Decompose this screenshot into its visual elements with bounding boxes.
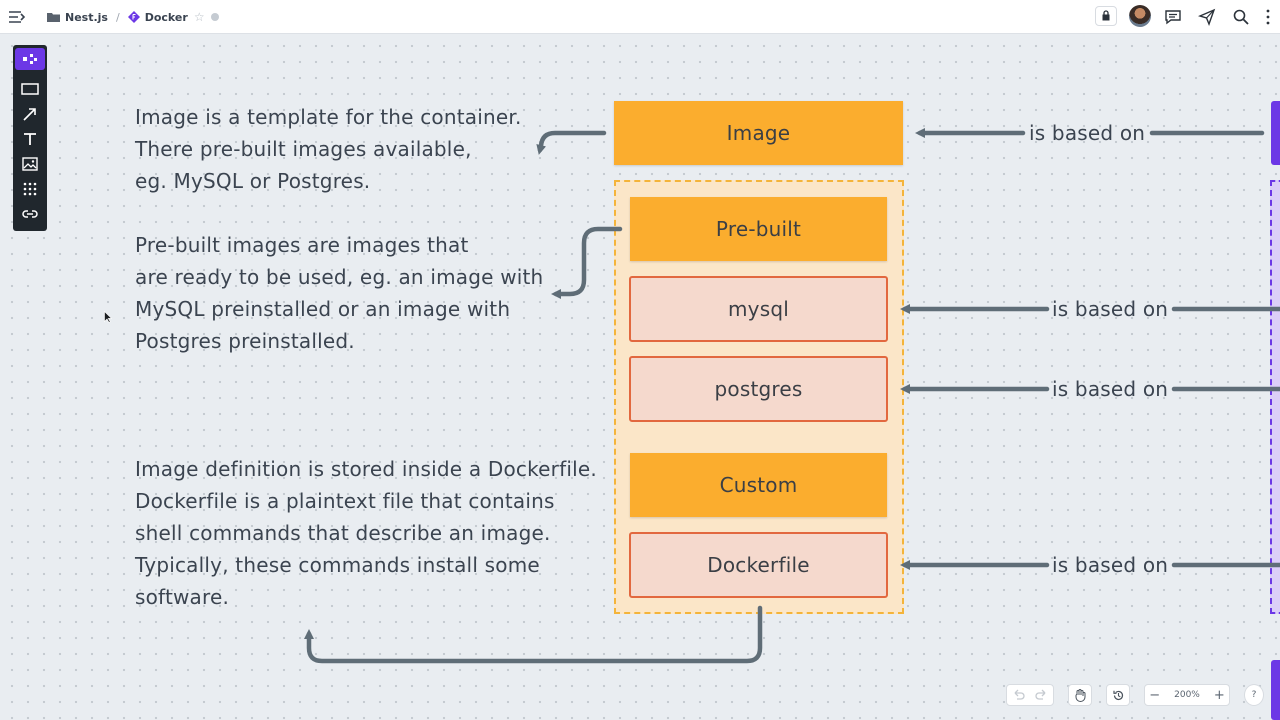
container-box-edge-lower[interactable] <box>1271 660 1280 720</box>
dockerfile-box[interactable]: Dockerfile <box>629 532 888 598</box>
relation-label[interactable]: is based on <box>1029 121 1146 145</box>
text-line: Pre-built images are images that <box>135 233 469 257</box>
custom-box[interactable]: Custom <box>630 453 887 517</box>
link-icon <box>22 210 38 218</box>
undo-redo-group <box>1006 684 1054 706</box>
text-line: shell commands that describe an image. <box>135 521 551 545</box>
image-tool[interactable] <box>13 152 47 176</box>
image-icon <box>22 157 38 171</box>
select-frames-icon <box>23 54 37 64</box>
help-button[interactable]: ? <box>1244 684 1264 706</box>
connector-image-to-text[interactable] <box>536 130 607 155</box>
text-tool[interactable] <box>13 127 47 151</box>
container-group-edge[interactable] <box>1270 180 1280 614</box>
zoom-in-button[interactable]: + <box>1213 687 1225 703</box>
zoom-level[interactable]: 200% <box>1174 690 1200 700</box>
apps-grid-icon <box>23 182 37 196</box>
share-send-icon[interactable] <box>1198 8 1216 26</box>
prebuilt-description-text: Pre-built images are images that are rea… <box>135 229 543 357</box>
avatar[interactable] <box>1129 5 1151 27</box>
search-icon[interactable] <box>1232 8 1250 26</box>
text-line: software. <box>135 585 230 609</box>
text-line: Image is a template for the container. <box>135 105 522 129</box>
comment-icon[interactable] <box>1164 8 1182 26</box>
pan-button[interactable] <box>1068 684 1092 706</box>
text-line: Postgres preinstalled. <box>135 329 355 353</box>
mysql-box[interactable]: mysql <box>629 276 888 342</box>
breadcrumb-project[interactable]: Nest.js <box>65 10 108 24</box>
mouse-cursor-icon <box>104 311 112 323</box>
more-vertical-icon[interactable] <box>1264 8 1272 26</box>
relation-label[interactable]: is based on <box>1052 553 1169 577</box>
text-line: Typically, these commands install some <box>135 553 540 577</box>
postgres-box[interactable]: postgres <box>629 356 888 422</box>
breadcrumb: Nest.js / Docker ☆ <box>47 0 219 34</box>
link-tool[interactable] <box>13 202 47 226</box>
image-description-text: Image is a template for the container. T… <box>135 101 522 197</box>
lock-icon <box>1102 10 1110 21</box>
text-line: There pre-built images available, <box>135 137 472 161</box>
history-icon <box>1112 690 1123 700</box>
text-line: are ready to be used, eg. an image with <box>135 265 544 289</box>
top-bar: Nest.js / Docker ☆ <box>0 0 1280 34</box>
board-icon <box>127 11 140 23</box>
grid-tool[interactable] <box>13 177 47 201</box>
container-box-edge[interactable] <box>1271 101 1280 165</box>
undo-icon[interactable] <box>1011 689 1025 701</box>
text-line: MySQL preinstalled or an image with <box>135 297 511 321</box>
connector-dockerfile-to-text[interactable] <box>304 605 763 664</box>
hand-icon <box>1075 688 1086 702</box>
image-box[interactable]: Image <box>614 101 903 165</box>
zoom-controls: − 200% + <box>1144 684 1230 706</box>
history-button[interactable] <box>1106 684 1130 706</box>
connector-prebuilt-to-text[interactable] <box>551 226 623 299</box>
prebuilt-box[interactable]: Pre-built <box>630 197 887 261</box>
breadcrumb-board[interactable]: Docker <box>144 10 188 24</box>
lock-button[interactable] <box>1095 6 1117 26</box>
drawing-toolbar <box>13 45 47 231</box>
rectangle-tool[interactable] <box>13 77 47 101</box>
star-icon[interactable]: ☆ <box>193 10 205 24</box>
rectangle-icon <box>21 83 39 95</box>
text-icon <box>24 133 36 145</box>
select-tool[interactable] <box>15 48 45 70</box>
menu-collapse-icon[interactable] <box>8 9 26 25</box>
status-dot-icon <box>210 13 219 21</box>
text-line: eg. MySQL or Postgres. <box>135 169 371 193</box>
breadcrumb-separator: / <box>115 10 120 24</box>
text-line: Image definition is stored inside a Dock… <box>135 457 597 481</box>
arrow-tool[interactable] <box>13 102 47 126</box>
folder-icon <box>47 13 60 22</box>
arrow-icon <box>23 108 36 121</box>
zoom-out-button[interactable]: − <box>1149 687 1161 703</box>
redo-icon[interactable] <box>1035 689 1049 701</box>
relation-label[interactable]: is based on <box>1052 377 1169 401</box>
text-line: Dockerfile is a plaintext file that cont… <box>135 489 555 513</box>
dockerfile-description-text: Image definition is stored inside a Dock… <box>135 453 597 613</box>
relation-label[interactable]: is based on <box>1052 297 1169 321</box>
